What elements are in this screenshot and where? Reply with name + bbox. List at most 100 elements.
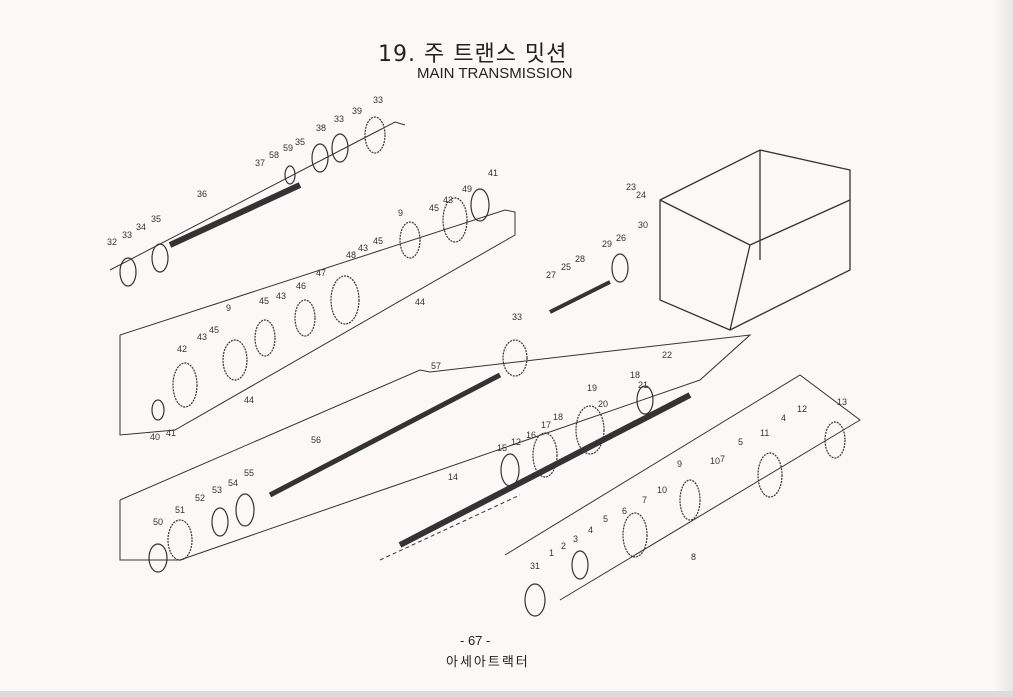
counter-shaft [398, 392, 692, 548]
part-number-label: 19 [587, 383, 597, 393]
part-number-label: 29 [602, 239, 612, 249]
page-title: 19. 주 트랜스 밋션 [378, 42, 568, 67]
gear-part [611, 253, 629, 283]
part-number-label: 49 [462, 184, 472, 194]
part-number-label: 34 [136, 222, 146, 232]
part-number-label: 5 [603, 514, 608, 524]
part-number-label: 22 [662, 350, 672, 360]
part-number-label: 10 [710, 456, 720, 466]
part-number-label: 45 [429, 203, 439, 213]
input-shaft [168, 182, 302, 248]
part-number-label: 36 [197, 189, 207, 199]
gear-part [364, 116, 386, 154]
part-number-label: 23 [626, 182, 636, 192]
gear-part [636, 385, 654, 415]
pto-shaft [549, 280, 611, 314]
part-number-label: 2 [561, 541, 566, 551]
gear-part [575, 405, 605, 455]
part-number-label: 44 [415, 297, 425, 307]
part-number-label: 33 [373, 95, 383, 105]
part-number-label: 20 [598, 399, 608, 409]
part-number-label: 54 [228, 478, 238, 488]
part-number-label: 45 [209, 325, 219, 335]
gear-part [500, 453, 520, 487]
lower-group-outline [504, 374, 861, 601]
part-number-label: 43 [358, 243, 368, 253]
gear-part [824, 421, 846, 459]
part-number-label: 42 [177, 344, 187, 354]
part-number-label: 58 [269, 150, 279, 160]
part-number-label: 9 [398, 208, 403, 218]
part-number-label: 45 [259, 296, 269, 306]
part-number-label: 48 [346, 250, 356, 260]
part-number-label: 35 [151, 214, 161, 224]
gear-part [167, 519, 193, 561]
part-number-label: 9 [677, 459, 682, 469]
part-number-label: 12 [797, 404, 807, 414]
part-number-label: 25 [561, 262, 571, 272]
part-number-label: 56 [311, 435, 321, 445]
part-number-label: 40 [150, 432, 160, 442]
part-number-label: 31 [530, 561, 540, 571]
leader-line [379, 494, 521, 561]
part-number-label: 4 [588, 525, 593, 535]
part-number-label: 12 [511, 437, 521, 447]
gear-part [571, 550, 589, 580]
part-number-label: 24 [636, 190, 646, 200]
part-number-label: 6 [622, 506, 627, 516]
part-number-label: 8 [691, 552, 696, 562]
part-number-label: 33 [512, 312, 522, 322]
gear-part [119, 257, 137, 287]
gear-part [211, 507, 229, 537]
part-number-label: 28 [575, 254, 585, 264]
part-number-label: 37 [255, 158, 265, 168]
part-number-label: 38 [316, 123, 326, 133]
gear-part [757, 452, 783, 498]
part-number-label: 59 [283, 143, 293, 153]
part-number-label: 18 [553, 412, 563, 422]
part-number-label: 44 [244, 395, 254, 405]
part-number-label: 9 [226, 303, 231, 313]
part-number-label: 13 [837, 397, 847, 407]
main-shaft [268, 372, 502, 498]
part-number-label: 16 [526, 430, 536, 440]
gear-part [151, 243, 169, 273]
part-number-label: 55 [244, 468, 254, 478]
gear-part [331, 133, 349, 163]
part-number-label: 45 [373, 236, 383, 246]
part-number-label: 41 [488, 168, 498, 178]
gear-part [148, 543, 168, 573]
part-number-label: 27 [546, 270, 556, 280]
part-number-label: 39 [352, 106, 362, 116]
page-bottom-edge [0, 691, 1013, 697]
part-number-label: 10 [657, 485, 667, 495]
part-number-label: 50 [153, 517, 163, 527]
part-number-label: 33 [334, 114, 344, 124]
gear-part [311, 143, 329, 173]
part-number-label: 11 [760, 428, 769, 438]
gear-part [502, 339, 528, 377]
gear-part [442, 197, 468, 243]
part-number-label: 26 [616, 233, 626, 243]
part-number-label: 21 [638, 380, 648, 390]
part-number-label: 17 [541, 420, 551, 430]
part-number-label: 1 [549, 548, 554, 558]
part-number-label: 15 [497, 443, 507, 453]
page-subtitle: MAIN TRANSMISSION [417, 65, 573, 82]
publisher-name: 아세아트랙터 [446, 655, 530, 670]
gear-part [284, 165, 296, 185]
gear-part [235, 493, 255, 527]
part-number-label: 43 [197, 332, 207, 342]
gear-part [622, 512, 648, 558]
part-number-label: 51 [175, 505, 185, 515]
part-number-label: 14 [448, 472, 458, 482]
gear-part [222, 339, 248, 381]
part-number-label: 46 [296, 281, 306, 291]
gear-part [254, 319, 276, 357]
part-number-label: 4 [781, 413, 786, 423]
gear-part [151, 399, 165, 421]
part-number-label: 53 [212, 485, 222, 495]
part-number-label: 3 [573, 534, 578, 544]
gear-part [399, 221, 421, 259]
